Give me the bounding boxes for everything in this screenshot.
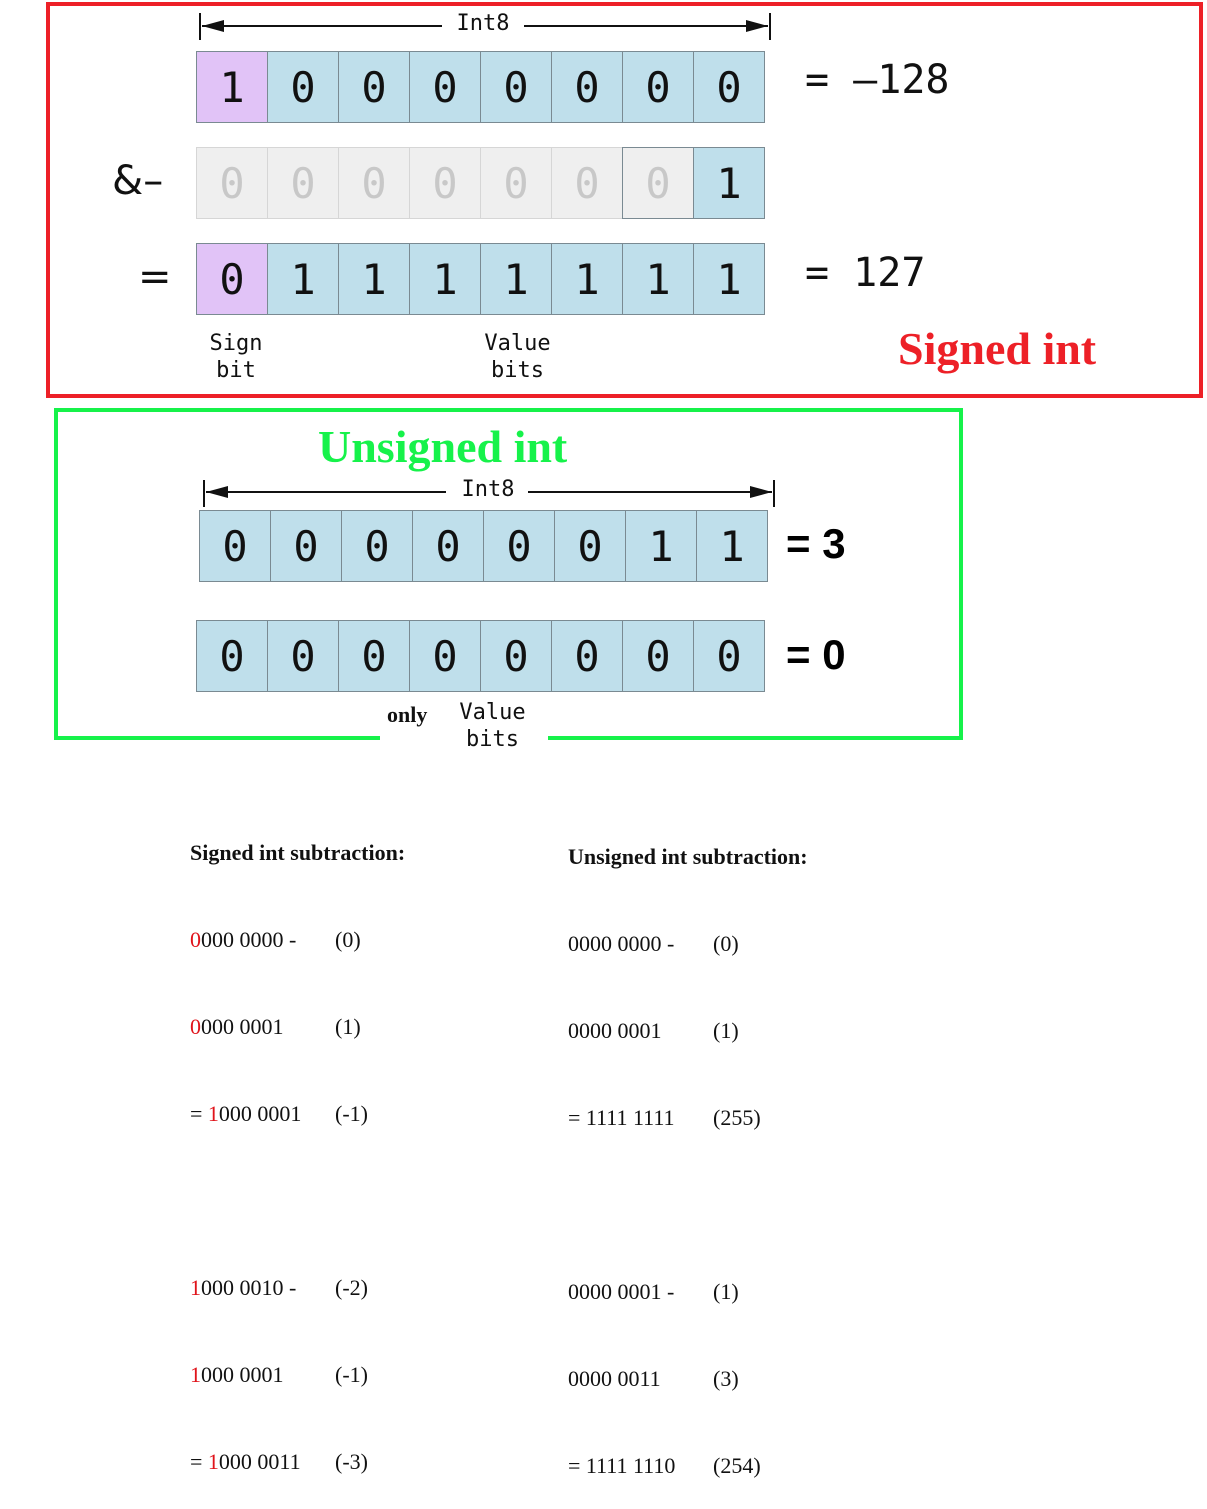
value-bit: 0	[693, 51, 765, 123]
note-line: = 1000 0011 (-3)	[190, 1449, 368, 1474]
value-bit: 0	[412, 510, 484, 582]
value-bit: 1	[625, 510, 697, 582]
value-bit: 1	[693, 147, 765, 219]
value-bit: 0	[622, 51, 694, 123]
value-bit: 1	[551, 243, 623, 315]
value-bit: 1	[622, 243, 694, 315]
signed-int-frame	[46, 2, 1203, 398]
dim-bit: 0	[338, 147, 410, 219]
dim-bit: 0	[480, 147, 552, 219]
value-bit: 1	[480, 243, 552, 315]
value-bit: 0	[199, 510, 271, 582]
value-bit: 0	[409, 620, 481, 692]
equals-operator: =	[138, 254, 172, 300]
dim-bit: 0	[267, 147, 339, 219]
note-line: 1000 0010 - (-2)	[190, 1275, 368, 1300]
signed-row-1-result: = –128	[805, 57, 950, 103]
value-bit: 1	[409, 243, 481, 315]
value-bit: 1	[338, 243, 410, 315]
value-bit: 0	[338, 51, 410, 123]
signed-row-3-result: = 127	[805, 250, 926, 296]
value-caption-line2: bits	[466, 727, 519, 752]
signed-byte-row-2: 0 0 0 0 0 0 0 1	[196, 147, 765, 219]
sign-bit: 0	[196, 243, 268, 315]
value-bit: 1	[267, 243, 339, 315]
value-bit: 0	[554, 510, 626, 582]
value-bits-caption: Value bits	[470, 330, 565, 384]
note-line: 0000 0001 (1)	[568, 1018, 739, 1043]
value-bit: 1	[696, 510, 768, 582]
value-bit: 0	[693, 620, 765, 692]
int8-width-ruler	[199, 13, 771, 40]
unsigned-subtraction-title: Unsigned int subtraction:	[568, 844, 808, 869]
note-line: 1000 0001 (-1)	[190, 1362, 368, 1387]
value-bit: 0	[338, 620, 410, 692]
only-caption: only	[387, 702, 428, 727]
value-bit: 1	[693, 243, 765, 315]
sign-caption-line1: Sign	[209, 331, 263, 356]
note-line: = 1000 0001 (-1)	[190, 1101, 368, 1126]
value-bit: 0	[551, 51, 623, 123]
unsigned-subtraction-notes: Unsigned int subtraction: 0000 0000 - (0…	[568, 784, 808, 1509]
signed-byte-row-1: 1 0 0 0 0 0 0 0	[196, 51, 765, 123]
value-bit: 0	[409, 51, 481, 123]
dim-bit: 0	[409, 147, 481, 219]
value-caption-line1: Value	[459, 700, 526, 725]
value-bit: 0	[267, 620, 339, 692]
dim-bit: 0	[622, 147, 694, 219]
note-line: 0000 0001 - (1)	[568, 1279, 739, 1304]
value-bit: 0	[196, 620, 268, 692]
value-bit: 0	[483, 510, 555, 582]
sign-caption-line2: bit	[216, 358, 256, 383]
value-bit: 0	[267, 51, 339, 123]
unsigned-byte-row-2: 0 0 0 0 0 0 0 0	[196, 620, 765, 692]
note-line: 0000 0001 (1)	[190, 1014, 361, 1039]
signed-int-title: Signed int	[898, 323, 1097, 374]
value-bit: 0	[270, 510, 342, 582]
value-bit: 0	[551, 620, 623, 692]
note-line: = 1111 1110 (254)	[568, 1453, 761, 1478]
unsigned-int-title: Unsigned int	[318, 421, 568, 472]
wrapping-subtract-operator: &–	[112, 158, 164, 204]
dim-bit: 0	[551, 147, 623, 219]
int8-width-label: Int8	[456, 11, 510, 36]
note-line: = 1111 1111 (255)	[568, 1105, 761, 1130]
unsigned-row-1-result: = 3	[786, 520, 846, 567]
value-caption-line1: Value	[484, 331, 551, 356]
value-caption-line2: bits	[491, 358, 544, 383]
int8-width-label: Int8	[461, 477, 515, 502]
value-bits-caption: Value bits	[445, 699, 540, 753]
signed-byte-row-3: 0 1 1 1 1 1 1 1	[196, 243, 765, 315]
unsigned-byte-row-1: 0 0 0 0 0 0 1 1	[199, 510, 768, 582]
note-line: 0000 0000 - (0)	[568, 931, 739, 956]
signed-subtraction-title: Signed int subtraction:	[190, 840, 406, 865]
note-line: 0000 0011 (3)	[568, 1366, 739, 1391]
unsigned-row-2-result: = 0	[786, 631, 846, 678]
int8-width-ruler	[203, 480, 775, 507]
value-bit: 0	[341, 510, 413, 582]
signed-subtraction-notes: Signed int subtraction: 0000 0000 - (0) …	[190, 780, 405, 1505]
note-line: 0000 0000 - (0)	[190, 927, 361, 952]
sign-bit-caption: Sign bit	[196, 330, 276, 384]
value-bit: 0	[622, 620, 694, 692]
dim-bit: 0	[196, 147, 268, 219]
sign-bit: 1	[196, 51, 268, 123]
frame-gap	[380, 732, 548, 742]
value-bit: 0	[480, 51, 552, 123]
value-bit: 0	[480, 620, 552, 692]
